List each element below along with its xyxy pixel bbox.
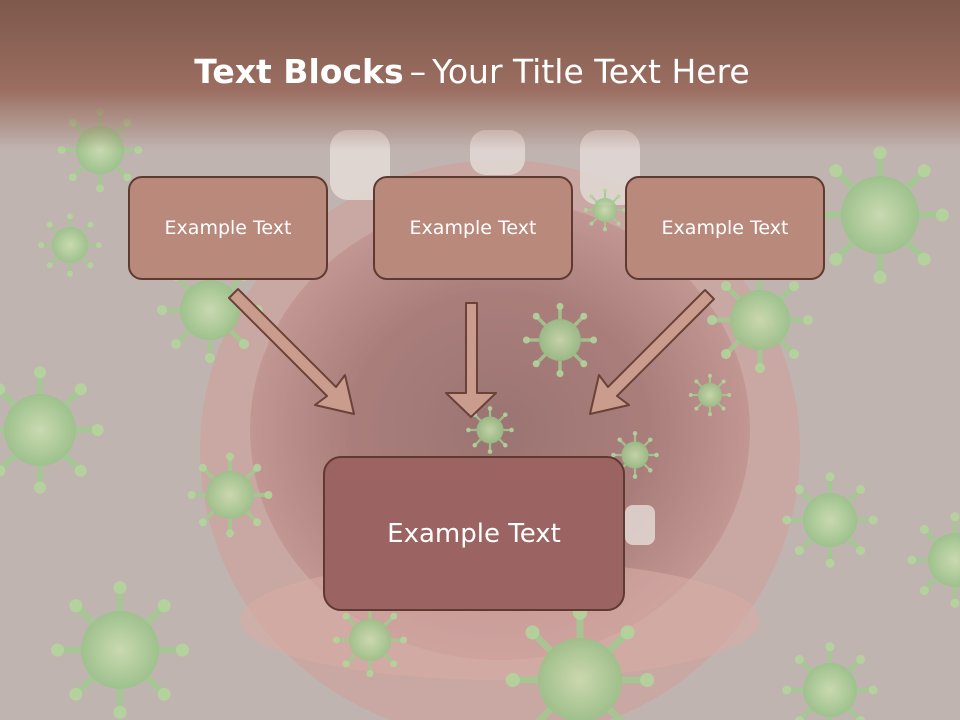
title-rest: Your Title Text Here [432, 52, 750, 91]
title-separator: – [409, 52, 427, 91]
main-text-block[interactable]: Example Text [323, 456, 625, 611]
text-block-1-label: Example Text [164, 217, 292, 239]
slide-title: Text Blocks–Your Title Text Here [0, 52, 944, 91]
arrow-center [445, 302, 497, 418]
arrow-left [228, 288, 355, 415]
text-block-3-label: Example Text [661, 217, 789, 239]
main-text-block-label: Example Text [387, 518, 561, 549]
text-block-2-label: Example Text [409, 217, 537, 239]
arrow-right [589, 289, 715, 415]
text-block-1[interactable]: Example Text [128, 176, 328, 280]
text-block-2[interactable]: Example Text [373, 176, 573, 280]
text-block-3[interactable]: Example Text [625, 176, 825, 280]
title-band [0, 0, 960, 150]
title-bold: Text Blocks [194, 52, 404, 91]
